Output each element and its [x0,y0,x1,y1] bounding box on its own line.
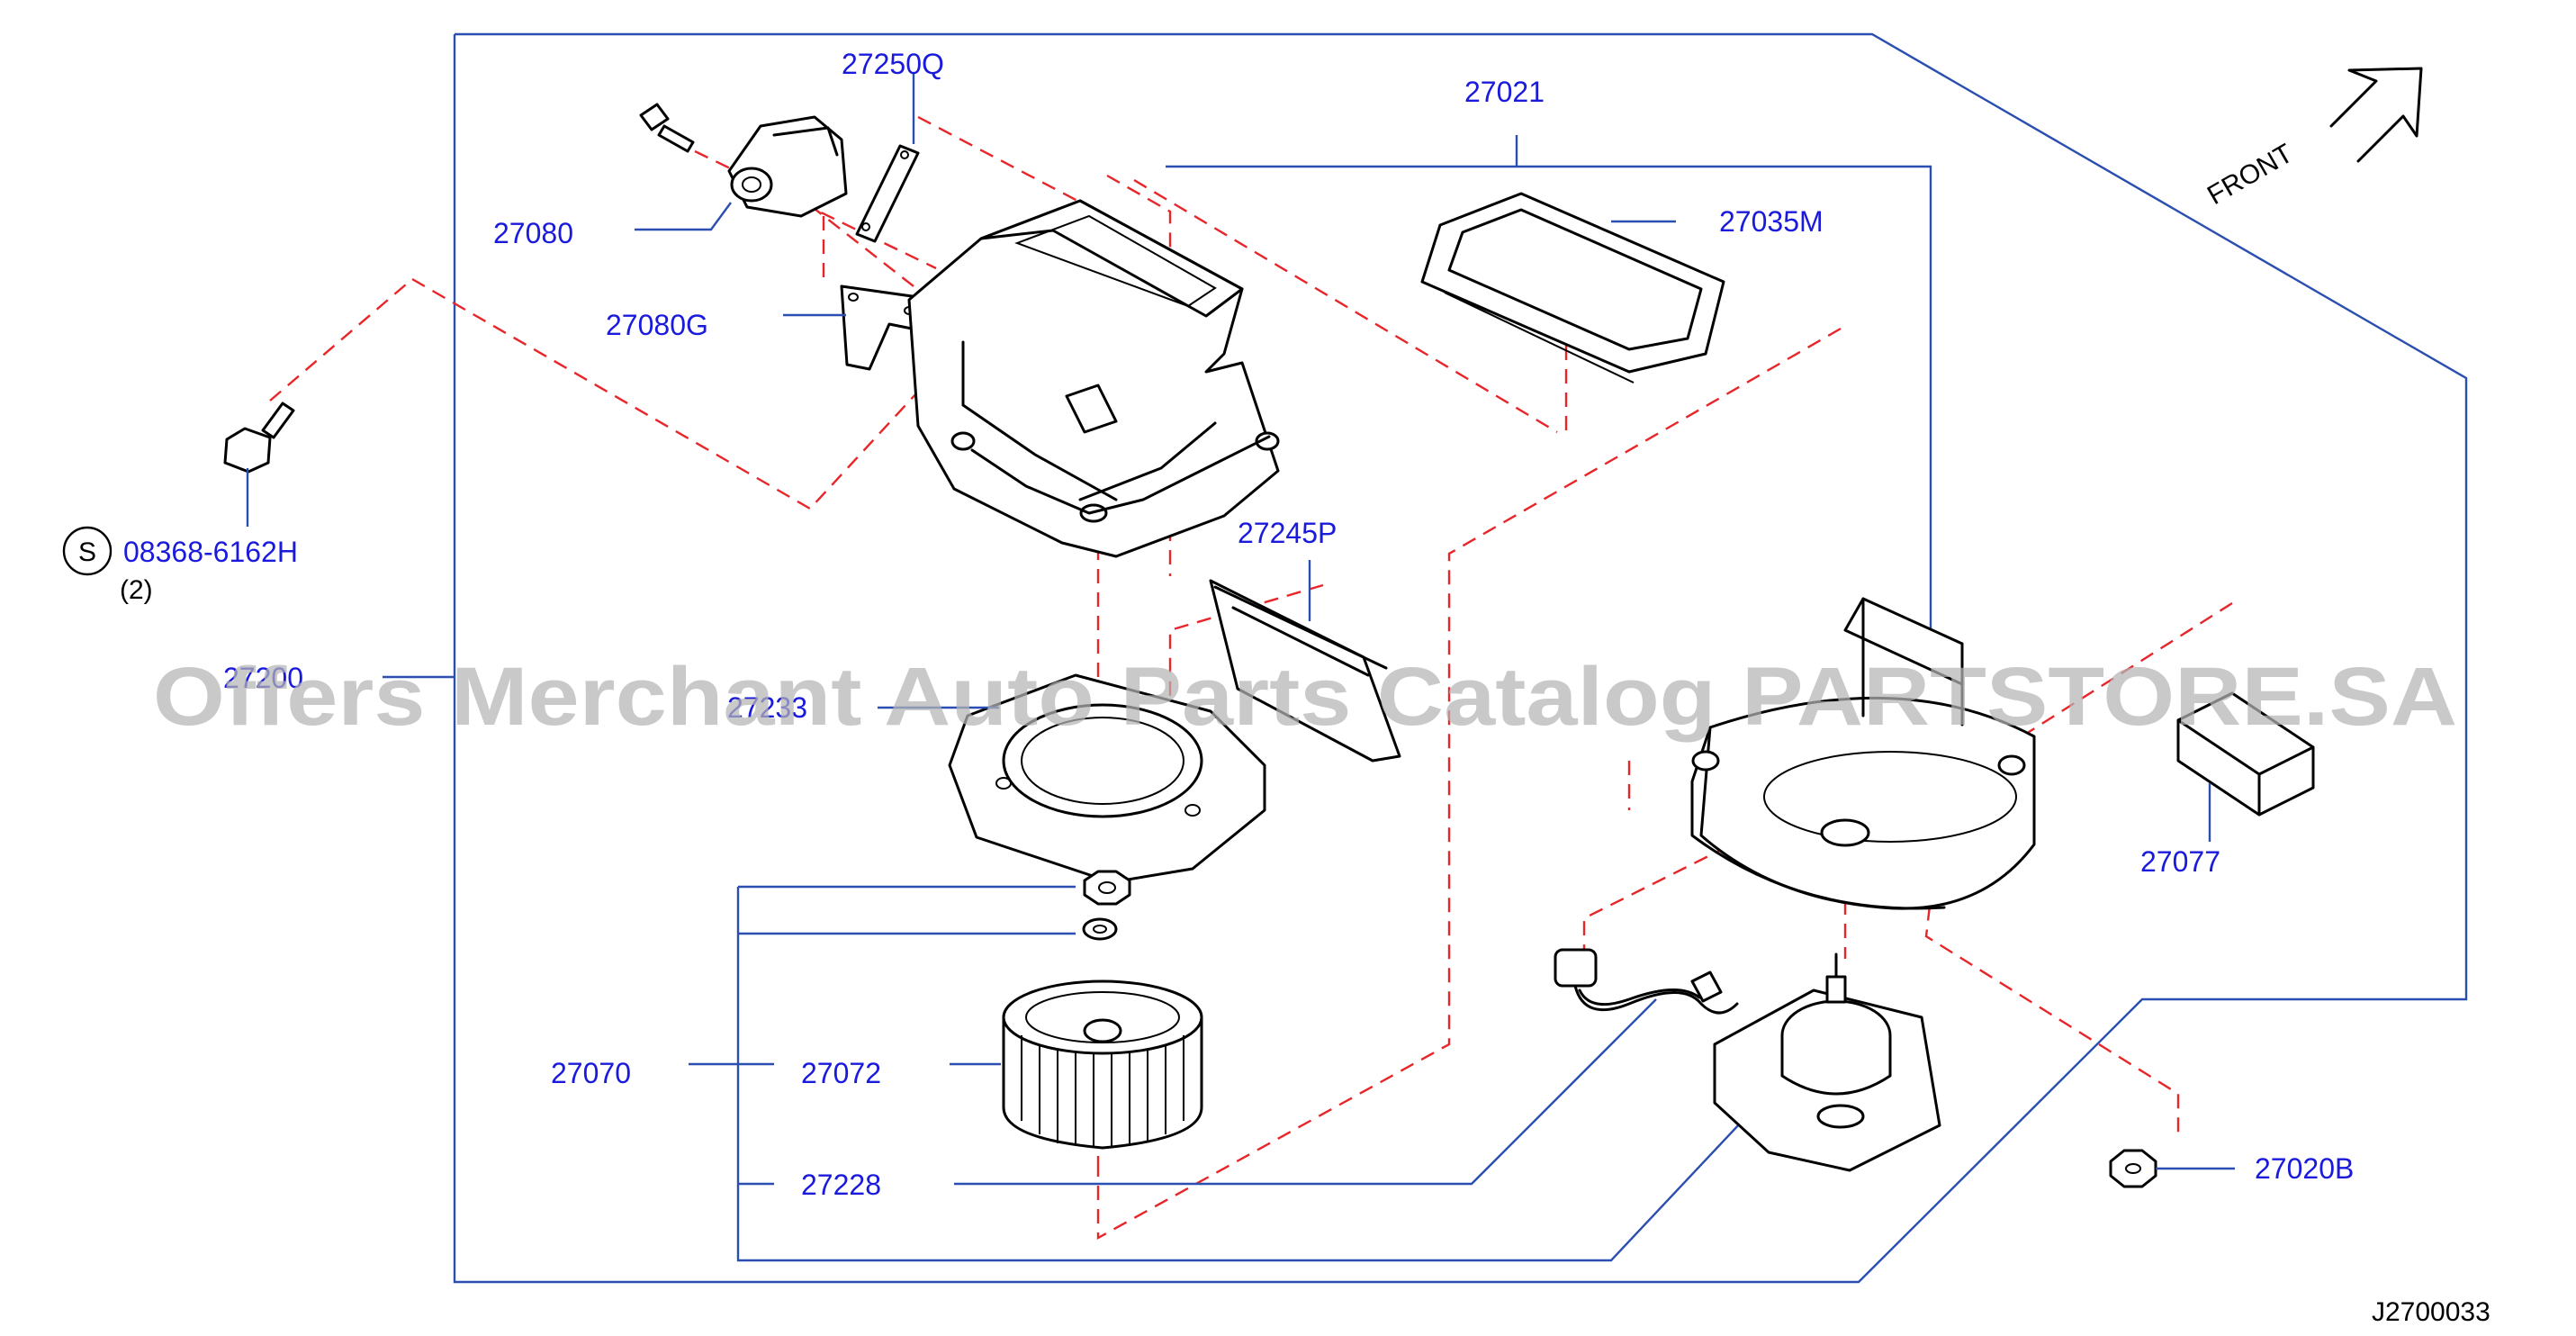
standard-bolt-icon [223,402,295,474]
watermark-text: Offers Merchant Auto Parts Catalog PARTS… [153,651,2457,743]
intake-housing-part-icon [907,199,1280,558]
standard-part-quantity: (2) [120,575,153,605]
leader-lines [246,74,2235,1186]
standard-part-symbol-circle [62,526,113,576]
assembly-boundary [453,32,2468,1284]
nut-icon [1083,870,1131,906]
callout-27035m[interactable]: 27035M [1719,205,1824,238]
callout-27228[interactable]: 27228 [801,1169,881,1201]
sub-filter-part-icon [1209,579,1401,763]
washer-icon [1082,917,1118,941]
nut-27020b-icon [2109,1149,2157,1188]
filter-part-icon [1420,192,1725,384]
blower-case-part-icon [1690,597,2036,910]
blower-fan-part-icon [1002,979,1203,1150]
link-rod-part-icon [855,144,920,243]
callout-27250q[interactable]: 27250Q [842,48,944,80]
standard-part-symbol: S [78,537,96,567]
callout-27200[interactable]: 27200 [223,662,303,694]
callout-27020b[interactable]: 27020B [2255,1152,2354,1185]
callout-27070[interactable]: 27070 [551,1057,631,1089]
callout-27077[interactable]: 27077 [2140,845,2220,878]
callout-08368-6162h[interactable]: 08368-6162H [123,536,298,568]
standard-part-callout: S 08368-6162H (2) [62,526,298,605]
callout-27233[interactable]: 27233 [727,691,807,724]
front-direction-arrow-icon [2329,67,2423,163]
callout-27245p[interactable]: 27245P [1238,517,1337,549]
bolt-icon [639,103,695,153]
resistor-part-icon [2176,691,2315,817]
actuator-part-icon [727,115,848,218]
callout-27072[interactable]: 27072 [801,1057,881,1089]
callout-27080g[interactable]: 27080G [606,309,708,341]
gasket-plate-part-icon [948,673,1266,884]
drawing-code: J2700033 [2372,1297,2490,1327]
front-direction-label: FRONT [2202,139,2298,211]
callout-27080[interactable]: 27080 [493,217,573,249]
blower-motor-part-icon [1713,952,1941,1172]
callout-27021[interactable]: 27021 [1464,76,1545,108]
harness-part-icon [1554,948,1739,1015]
part-number-labels: 27250Q 27021 27080 27035M 27080G 27245P … [223,48,2354,1201]
